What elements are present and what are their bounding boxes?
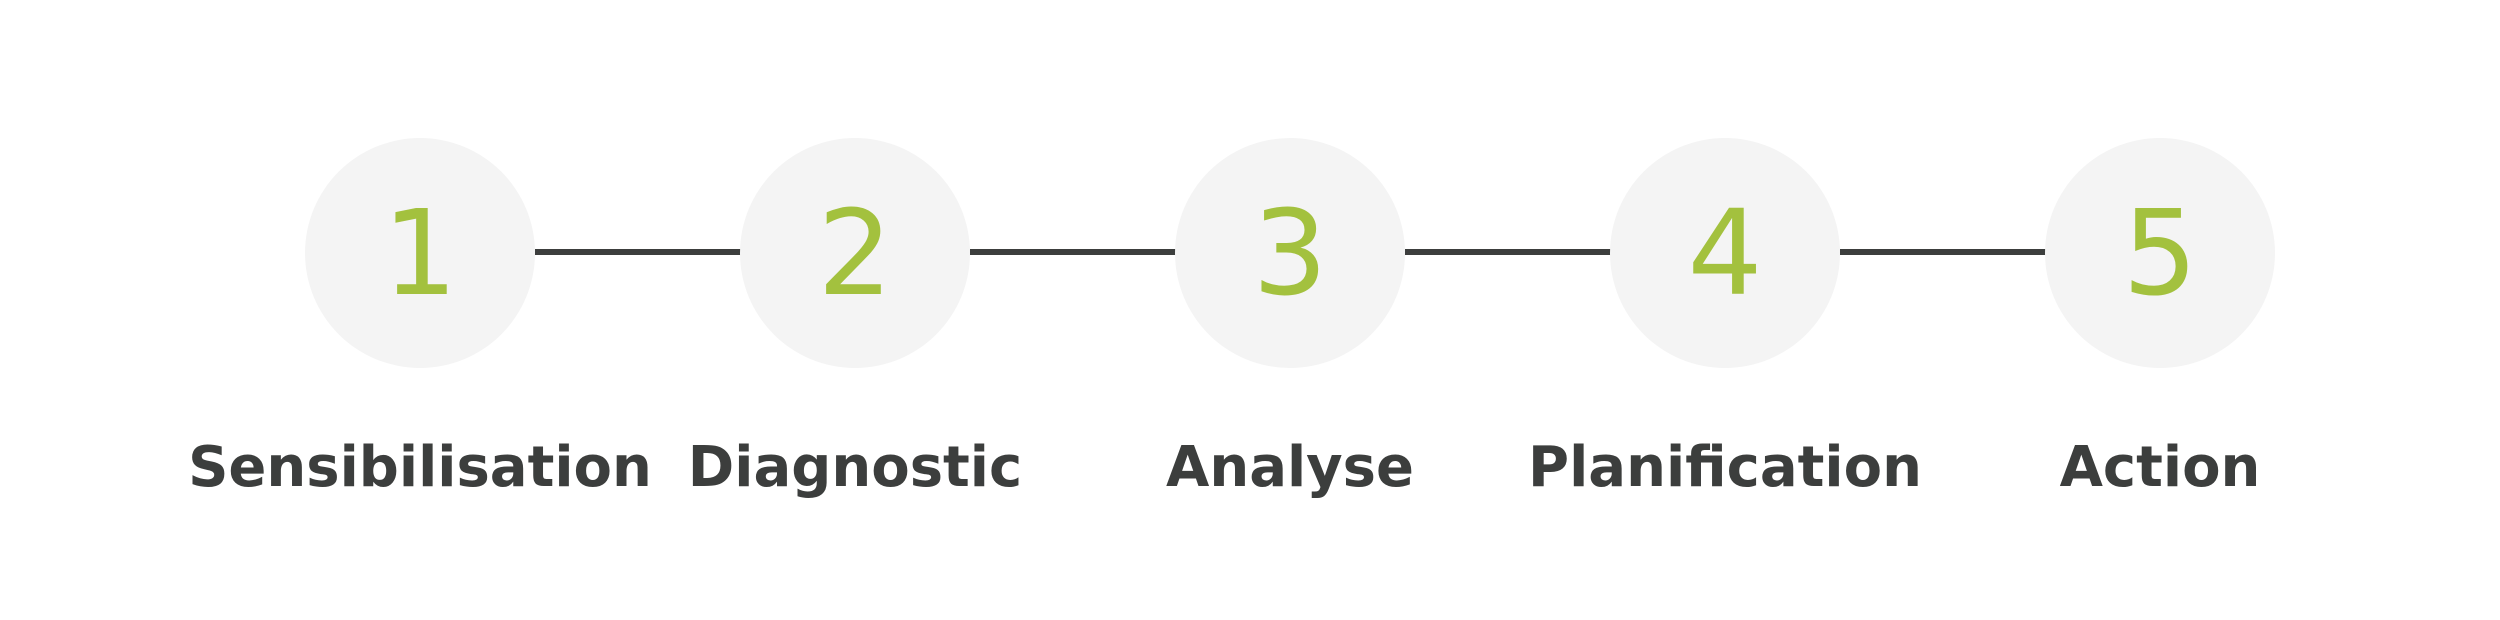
step-circle: 4: [1610, 138, 1840, 368]
step-number: 1: [382, 184, 458, 322]
connector-2-3: [970, 249, 1178, 255]
step-label: Planification: [1528, 435, 1922, 500]
step-number: 2: [817, 184, 893, 322]
step-circle: 3: [1175, 138, 1405, 368]
step-label: Sensibilisation: [188, 435, 652, 500]
step-label: Diagnostic: [687, 435, 1023, 500]
connector-3-4: [1405, 249, 1613, 255]
step-number: 5: [2122, 184, 2198, 322]
step-label: Analyse: [1165, 435, 1414, 500]
connector-1-2: [535, 249, 743, 255]
step-circle: 1: [305, 138, 535, 368]
step-circle: 5: [2045, 138, 2275, 368]
step-number: 3: [1252, 184, 1328, 322]
step-number: 4: [1687, 184, 1763, 322]
step-circle: 2: [740, 138, 970, 368]
step-label: Action: [2059, 435, 2261, 500]
connector-4-5: [1840, 249, 2048, 255]
